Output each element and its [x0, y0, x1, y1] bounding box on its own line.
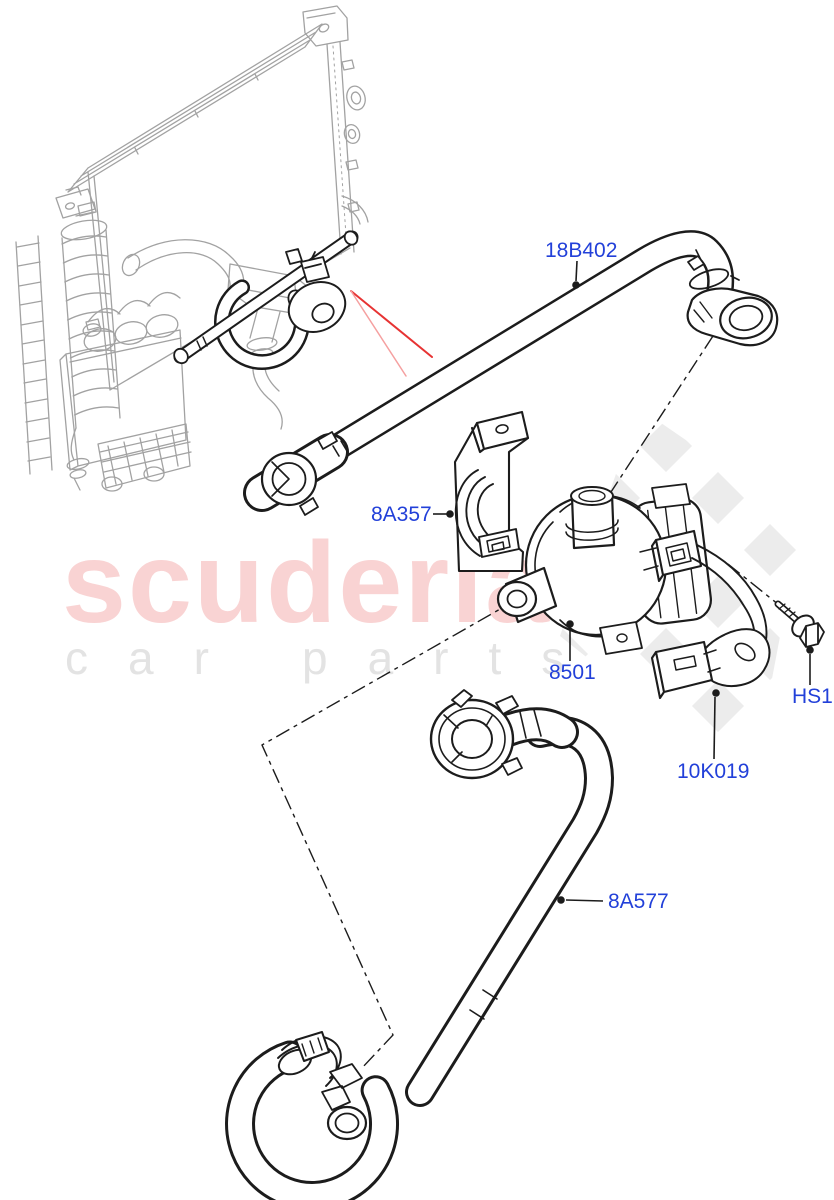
radiator-left-ladder: [15, 235, 53, 475]
part-label-10k019[interactable]: 10K019: [677, 760, 749, 783]
expansion-tank: [59, 291, 192, 492]
mount-bracket-10k019: [639, 529, 771, 700]
label-group-8a577: 8A577: [557, 890, 669, 913]
part-label-hs1[interactable]: HS1: [792, 685, 833, 708]
part-labels: 18B402 8A357 8501 10K019 HS1 8A577: [371, 239, 833, 913]
part-label-8501[interactable]: 8501: [549, 661, 596, 684]
watermark-sub-word-car: car: [65, 632, 249, 684]
auxiliary-water-pump-8501: [496, 483, 712, 655]
radiator-right-column: [326, 41, 355, 255]
leader-line-10k019: [713, 696, 716, 760]
radiator-top-right-block: [302, 5, 349, 47]
installed-pump-hose-assembly: [173, 230, 359, 371]
pump-bracket-8a357: [453, 410, 530, 573]
upper-hose-18b402: [243, 230, 779, 516]
watermark-sub-word-parts: parts: [302, 632, 604, 684]
red-pointer-lines: [350, 290, 433, 377]
part-label-18b402[interactable]: 18B402: [545, 239, 617, 262]
part-label-8a357[interactable]: 8A357: [371, 503, 432, 526]
leader-dot-8a577: [557, 896, 565, 904]
label-group-18b402: 18B402: [545, 239, 617, 289]
leader-dot-8501: [566, 620, 574, 628]
bolt-hs1: [774, 600, 825, 648]
leader-line-8a577: [565, 899, 604, 902]
radiator-assembly-illustration: [15, 5, 369, 492]
lower-hose-8a577: [225, 689, 614, 1200]
hose-clip-eyelet: [326, 1105, 368, 1141]
leader-line-18b402: [575, 260, 578, 282]
leader-dot-18b402: [572, 281, 580, 289]
leader-dot-hs1: [806, 646, 814, 654]
leader-dot-8a357: [446, 510, 454, 518]
radiator-header: [67, 23, 323, 193]
label-group-hs1: HS1: [792, 646, 833, 708]
leader-dot-10k019: [712, 689, 720, 697]
label-group-8a357: 8A357: [371, 503, 454, 526]
label-group-8501: 8501: [549, 620, 596, 684]
part-label-8a577[interactable]: 8A577: [608, 890, 669, 913]
label-group-10k019: 10K019: [677, 689, 749, 783]
radiator-header-ticks: [134, 73, 259, 155]
bolt-hex-head: [799, 622, 825, 648]
